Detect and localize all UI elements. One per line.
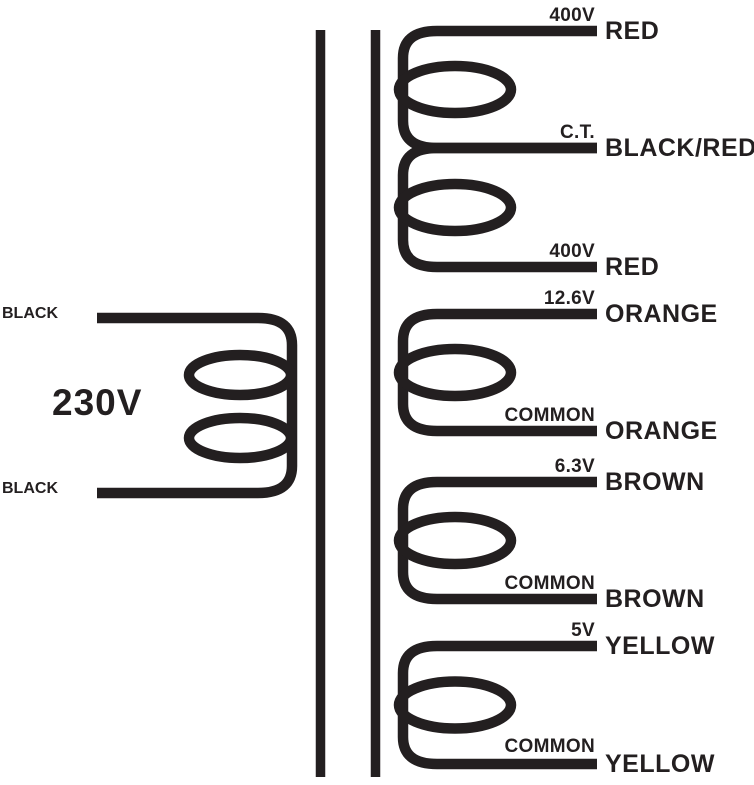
primary-lead-top-label: BLACK bbox=[2, 305, 58, 322]
tap-value-common-brown: COMMON bbox=[504, 573, 595, 594]
secondary-12-6v-loop bbox=[393, 343, 517, 402]
secondary-winding-6-3v bbox=[393, 476, 597, 605]
secondary-400v-loop-2 bbox=[393, 178, 517, 237]
primary-lead-bottom-label: BLACK bbox=[2, 480, 58, 497]
wire-label-red-top: RED bbox=[605, 17, 660, 45]
tap-value-400v-bottom: 400V bbox=[549, 241, 595, 262]
wire-label-orange-bottom: ORANGE bbox=[605, 417, 718, 445]
secondary-5v-loop bbox=[393, 676, 517, 734]
secondary-6-3v-loop bbox=[393, 511, 517, 570]
transformer-core bbox=[315, 30, 381, 777]
secondary-winding-400v bbox=[393, 25, 597, 273]
primary-wire bbox=[97, 312, 298, 499]
wire-label-orange-top: ORANGE bbox=[605, 300, 718, 328]
tap-value-400v-top: 400V bbox=[549, 5, 595, 26]
primary-loop-1 bbox=[183, 349, 297, 401]
primary-voltage-label: 230V bbox=[52, 382, 143, 423]
tap-value-6-3v: 6.3V bbox=[554, 456, 595, 477]
primary-winding bbox=[97, 312, 298, 499]
tap-value-5v: 5V bbox=[571, 620, 595, 641]
primary-loop-2 bbox=[183, 412, 297, 464]
tap-value-common-orange: COMMON bbox=[504, 405, 595, 426]
tap-value-12-6v: 12.6V bbox=[543, 288, 595, 309]
wire-label-yellow-top: YELLOW bbox=[605, 632, 715, 660]
tap-value-common-yellow: COMMON bbox=[504, 736, 595, 757]
wire-label-black-red: BLACK/RED bbox=[605, 134, 754, 162]
wire-label-yellow-bottom: YELLOW bbox=[605, 750, 715, 778]
tap-value-ct: C.T. bbox=[560, 122, 595, 143]
wire-label-brown-bottom: BROWN bbox=[605, 585, 705, 613]
secondary-winding-12-6v bbox=[393, 308, 597, 437]
wire-label-red-bottom: RED bbox=[605, 253, 660, 281]
wire-label-brown-top: BROWN bbox=[605, 468, 705, 496]
secondary-400v-loop-1 bbox=[393, 60, 517, 119]
secondary-winding-5v bbox=[393, 640, 597, 770]
